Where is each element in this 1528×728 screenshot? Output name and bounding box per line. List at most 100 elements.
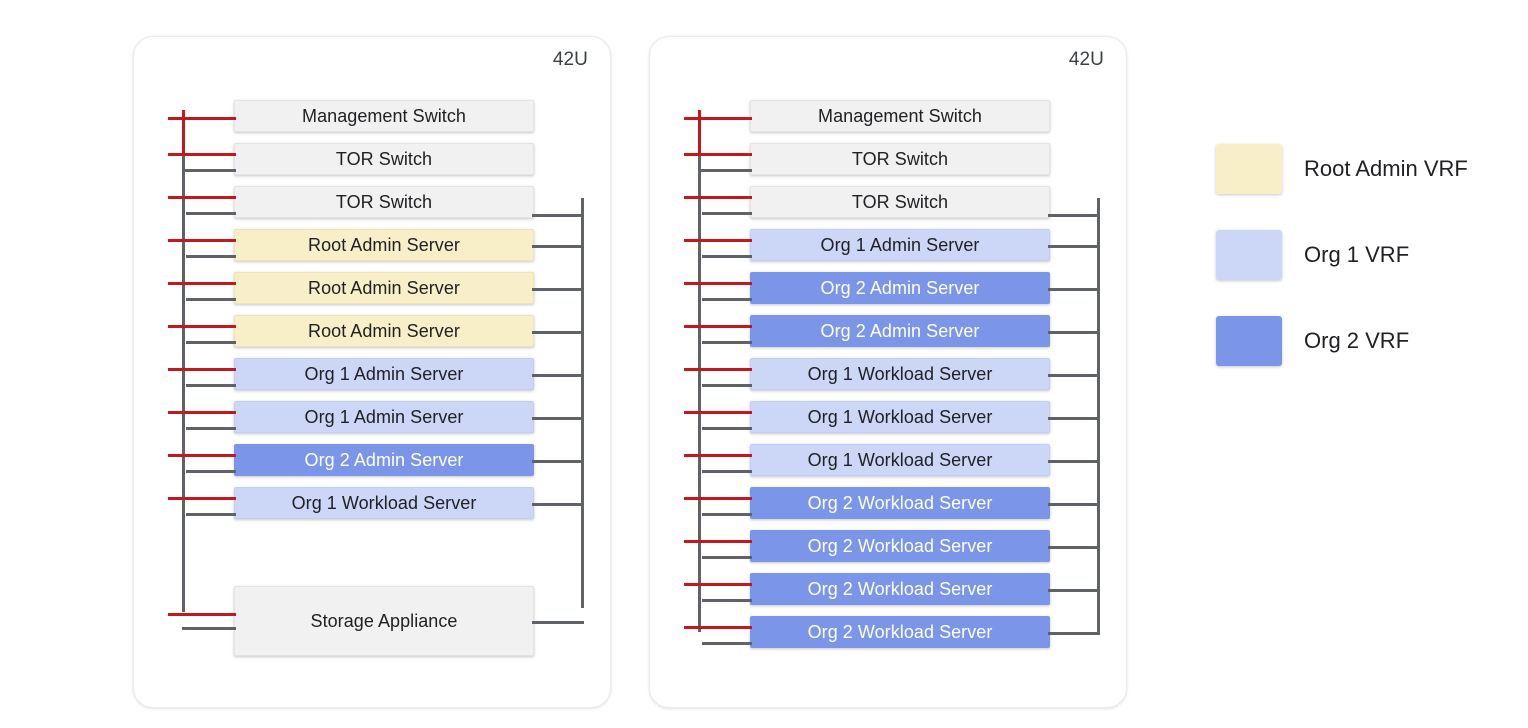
device-box[interactable]: Storage Appliance — [234, 586, 534, 656]
network-cable-stub-left — [702, 341, 752, 344]
device-box[interactable]: Org 2 Admin Server — [750, 272, 1050, 304]
network-cable-stub-right — [532, 460, 582, 463]
device-box[interactable]: Root Admin Server — [234, 229, 534, 261]
power-cable-stub — [684, 239, 752, 242]
power-cable-stub — [168, 153, 236, 156]
power-cable-stub — [684, 368, 752, 371]
device-box[interactable]: Org 1 Workload Server — [750, 444, 1050, 476]
power-cable-stub — [684, 153, 752, 156]
legend: Root Admin VRF Org 1 VRF Org 2 VRF — [1216, 144, 1516, 402]
device-box[interactable]: Root Admin Server — [234, 315, 534, 347]
network-cable-stub-right — [1048, 503, 1098, 506]
power-cable-stub — [684, 325, 752, 328]
device-box[interactable]: TOR Switch — [234, 143, 534, 175]
device-label: TOR Switch — [851, 148, 949, 169]
device-box[interactable]: Org 1 Admin Server — [234, 358, 534, 390]
power-cable-stub — [684, 196, 752, 199]
device-label: Management Switch — [818, 105, 982, 126]
network-cable-stub-right — [1048, 460, 1098, 463]
power-cable-stub — [684, 117, 752, 120]
legend-item-root-admin-vrf: Root Admin VRF — [1216, 144, 1516, 194]
device-label: Management Switch — [302, 105, 466, 126]
device-label: Org 1 Workload Server — [807, 406, 993, 427]
power-cable-stub — [168, 613, 236, 616]
network-cable-stub-right — [532, 331, 582, 334]
device-label: Org 2 Admin Server — [304, 449, 464, 470]
device-box[interactable]: Org 1 Admin Server — [750, 229, 1050, 261]
network-cable-stub-right — [1048, 632, 1100, 635]
network-cable-stub-right — [1048, 331, 1098, 334]
device-box[interactable]: Org 2 Workload Server — [750, 487, 1050, 519]
network-cable-stub-left — [186, 212, 236, 215]
network-cable-stub-left — [702, 384, 752, 387]
legend-item-org1-vrf: Org 1 VRF — [1216, 230, 1516, 280]
network-cable-stub-left — [702, 599, 752, 602]
device-label: Org 2 Workload Server — [807, 621, 993, 642]
network-cable-stub-right — [532, 245, 582, 248]
device-label: Org 1 Admin Server — [304, 363, 464, 384]
legend-swatch-org1-vrf — [1216, 230, 1282, 280]
network-cable-stub-right — [532, 288, 582, 291]
network-cable-stub-left — [186, 513, 236, 516]
device-label: Root Admin Server — [308, 320, 460, 341]
power-cable-stub — [684, 282, 752, 285]
device-box[interactable]: TOR Switch — [750, 186, 1050, 218]
network-cable-stub-right — [1048, 288, 1098, 291]
rack-2-unit-label: 42U — [1068, 49, 1104, 70]
power-cable-stub — [684, 583, 752, 586]
network-cable-stub-left — [698, 169, 752, 172]
network-cable-stub-right — [1048, 245, 1098, 248]
device-box[interactable]: Org 2 Admin Server — [234, 444, 534, 476]
network-cable-stub-left — [186, 427, 236, 430]
power-cable-stub — [168, 411, 236, 414]
legend-label-org1-vrf: Org 1 VRF — [1304, 242, 1410, 267]
network-cable-stub-right — [532, 503, 582, 506]
device-box[interactable]: Org 2 Admin Server — [750, 315, 1050, 347]
rack-1-unit-label: 42U — [552, 49, 588, 70]
device-box[interactable]: Org 2 Workload Server — [750, 573, 1050, 605]
network-cable-stub-left — [186, 470, 236, 473]
network-cable-stub-right — [532, 417, 582, 420]
device-box[interactable]: TOR Switch — [750, 143, 1050, 175]
network-cable-stub-left — [182, 627, 236, 630]
power-cable-stub — [168, 117, 236, 120]
device-label: Org 1 Workload Server — [807, 449, 993, 470]
device-label: Root Admin Server — [308, 234, 460, 255]
device-box[interactable]: Org 1 Workload Server — [750, 358, 1050, 390]
power-cable-stub — [684, 411, 752, 414]
power-cable-stub — [684, 454, 752, 457]
network-cable-stub-left — [702, 427, 752, 430]
device-box[interactable]: Org 2 Workload Server — [750, 616, 1050, 648]
legend-label-root-admin-vrf: Root Admin VRF — [1304, 156, 1468, 181]
device-label: Org 2 Workload Server — [807, 535, 993, 556]
rack-2-network-bus-left — [698, 155, 701, 632]
device-box[interactable]: Org 1 Workload Server — [234, 487, 534, 519]
legend-swatch-root-admin-vrf — [1216, 144, 1282, 194]
device-box[interactable]: Management Switch — [750, 100, 1050, 132]
legend-swatch-org2-vrf — [1216, 316, 1282, 366]
network-cable-stub-right — [532, 374, 582, 377]
network-cable-stub-left — [186, 384, 236, 387]
power-cable-stub — [684, 626, 752, 629]
power-cable-stub — [168, 239, 236, 242]
device-box[interactable]: Root Admin Server — [234, 272, 534, 304]
device-box[interactable]: Management Switch — [234, 100, 534, 132]
device-label: TOR Switch — [335, 191, 433, 212]
device-label: Org 1 Admin Server — [820, 234, 980, 255]
device-label: TOR Switch — [335, 148, 433, 169]
network-cable-stub-right — [532, 214, 584, 217]
device-label: Org 2 Admin Server — [820, 277, 980, 298]
network-cable-stub-right — [532, 621, 584, 624]
device-box[interactable]: Org 2 Workload Server — [750, 530, 1050, 562]
device-box[interactable]: Org 1 Workload Server — [750, 401, 1050, 433]
network-cable-stub-left — [186, 255, 236, 258]
device-box[interactable]: TOR Switch — [234, 186, 534, 218]
device-box[interactable]: Org 1 Admin Server — [234, 401, 534, 433]
device-label: Org 1 Admin Server — [304, 406, 464, 427]
network-cable-stub-left — [182, 169, 236, 172]
network-cable-stub-left — [702, 470, 752, 473]
network-cable-stub-right — [1048, 214, 1100, 217]
network-cable-stub-left — [702, 556, 752, 559]
rack-1-network-bus-right — [581, 198, 584, 608]
power-cable-stub — [168, 196, 236, 199]
